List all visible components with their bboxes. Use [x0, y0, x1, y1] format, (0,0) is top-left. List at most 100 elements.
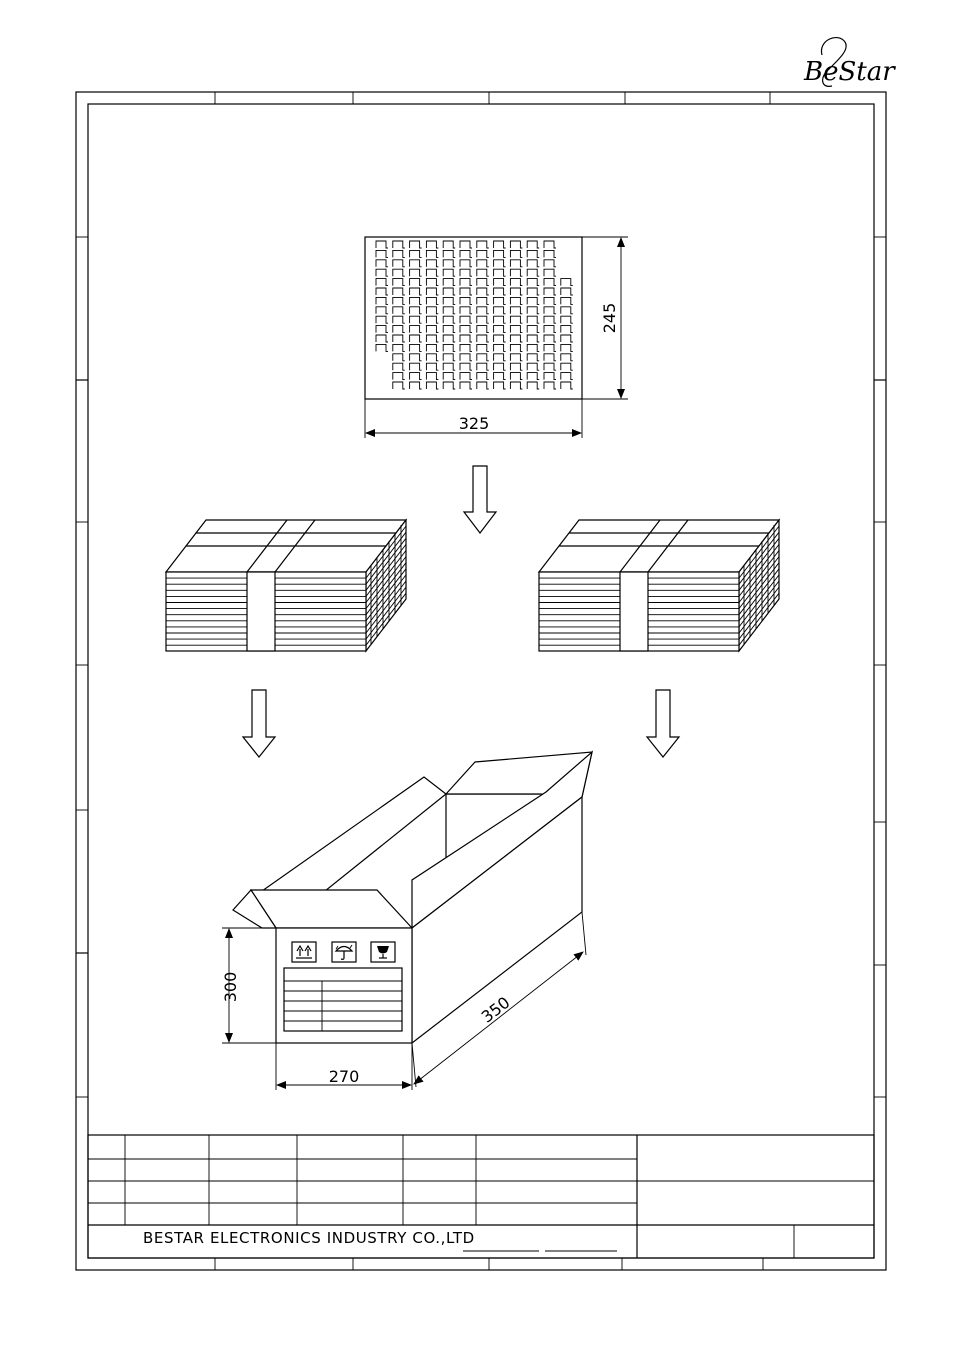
tray-pocket [477, 250, 489, 257]
tray-pocket [376, 250, 388, 257]
tray-pocket [477, 288, 489, 295]
tray-pocket [494, 373, 506, 380]
stack-front-strap [247, 572, 275, 651]
tray-pocket [426, 269, 438, 276]
tray-pocket [561, 316, 573, 323]
box-height-label: 300 [221, 972, 240, 1003]
tray-pocket [477, 279, 489, 286]
tray-pocket [477, 373, 489, 380]
tray-pocket [544, 297, 556, 304]
tray-pocket [510, 269, 522, 276]
tray-pocket [561, 307, 573, 314]
tray-stack-left [166, 520, 406, 651]
tray-pocket [510, 288, 522, 295]
tray-pocket [527, 269, 539, 276]
tray-pocket [561, 373, 573, 380]
tray-pocket [544, 354, 556, 361]
tray-pocket [477, 307, 489, 314]
tray-pocket [443, 373, 455, 380]
tray-pocket [393, 269, 405, 276]
drawing-frame [76, 92, 886, 1270]
tray-pocket [527, 241, 539, 248]
tray-pocket [460, 354, 472, 361]
tray-pocket [410, 335, 422, 342]
box-width-dimension: 270 [276, 1043, 412, 1090]
tray-pocket [544, 250, 556, 257]
down-arrow-right [647, 690, 679, 757]
tray-pocket [410, 354, 422, 361]
tray-pocket [494, 344, 506, 351]
tray-pocket [561, 363, 573, 370]
tray-pocket [494, 307, 506, 314]
tray-pocket [561, 354, 573, 361]
tray-pocket [393, 288, 405, 295]
box-height-dimension: 300 [221, 928, 276, 1043]
tray-pocket [376, 279, 388, 286]
tray-pocket [393, 354, 405, 361]
tray-pocket [460, 373, 472, 380]
tray-pocket [393, 373, 405, 380]
tray-pocket [494, 326, 506, 333]
tray-pocket [376, 335, 388, 342]
tray-pocket [561, 326, 573, 333]
tray-pocket [443, 307, 455, 314]
tray-pocket [426, 279, 438, 286]
tray-pocket [443, 269, 455, 276]
tray-pocket [426, 241, 438, 248]
tray-pocket [443, 363, 455, 370]
tray-pocket [376, 288, 388, 295]
tray-pocket [443, 297, 455, 304]
tray-pocket [510, 382, 522, 389]
tray-pocket [494, 354, 506, 361]
tray-pocket [510, 326, 522, 333]
tray-pocket [460, 279, 472, 286]
tray-pocket [510, 335, 522, 342]
tray-pocket [544, 316, 556, 323]
tray-pocket [510, 354, 522, 361]
tray-pocket [426, 250, 438, 257]
tray-stack-right [539, 520, 779, 651]
tray-pocket [460, 307, 472, 314]
tray-pocket [561, 344, 573, 351]
tray-pocket [477, 382, 489, 389]
tray-pocket [460, 288, 472, 295]
tray-pocket [494, 335, 506, 342]
tray-pocket [527, 326, 539, 333]
tray-pocket [426, 344, 438, 351]
tray-pocket [510, 250, 522, 257]
tray-pocket [410, 269, 422, 276]
tray-pocket [477, 344, 489, 351]
tray-pocket [443, 279, 455, 286]
tray-pocket [494, 279, 506, 286]
tray-pocket [410, 307, 422, 314]
tray-pocket [527, 344, 539, 351]
tray-pocket [561, 288, 573, 295]
tray-pocket [477, 316, 489, 323]
tray-pocket [393, 326, 405, 333]
tray-pocket [426, 382, 438, 389]
tray-pocket [426, 307, 438, 314]
tray-pocket [460, 297, 472, 304]
tray-pocket [410, 363, 422, 370]
tray-pocket [527, 288, 539, 295]
tray-pocket [393, 363, 405, 370]
tray-pocket [477, 326, 489, 333]
tray-pocket [393, 260, 405, 267]
bestar-logo: BeStar [803, 38, 896, 87]
tray-pocket [443, 260, 455, 267]
tray-pocket [527, 279, 539, 286]
tray-pocket [376, 326, 388, 333]
tray-pocket [544, 241, 556, 248]
tray-pocket [443, 241, 455, 248]
tray-pocket [527, 363, 539, 370]
tray-pocket [477, 297, 489, 304]
tray-pocket [376, 316, 388, 323]
tray-pocket [510, 241, 522, 248]
tray-pocket [544, 344, 556, 351]
tray-pocket [544, 382, 556, 389]
tray-pocket [460, 363, 472, 370]
tray-pocket [393, 335, 405, 342]
tray-pocket [544, 373, 556, 380]
tray-top-view [365, 237, 582, 399]
tray-pocket [376, 297, 388, 304]
